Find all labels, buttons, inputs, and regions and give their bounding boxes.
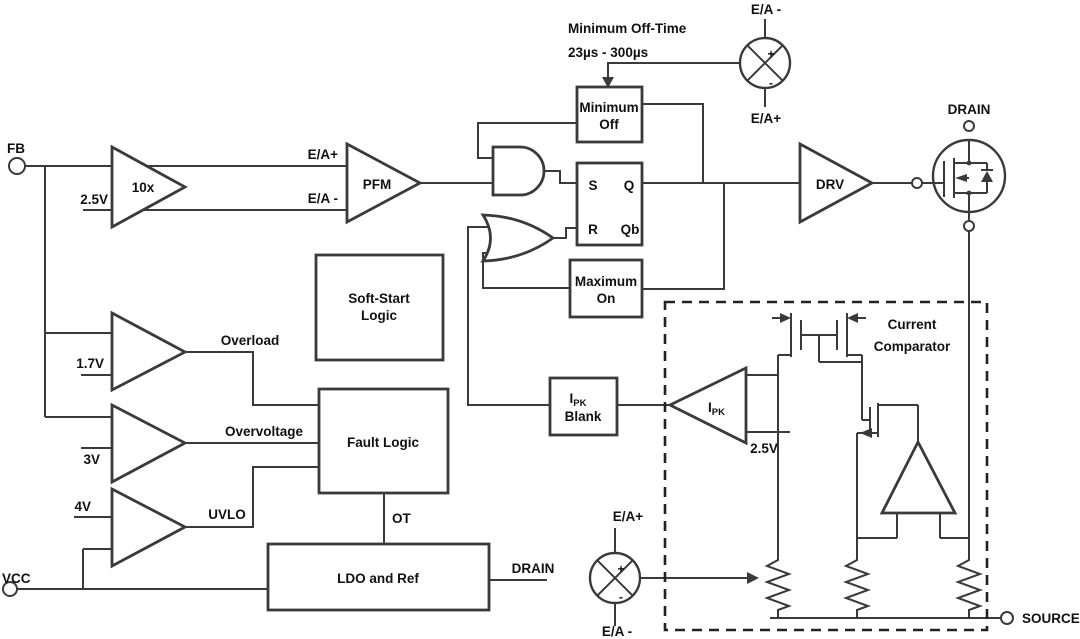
latch-q-label: Q [624,178,635,193]
source-pin [1000,611,1014,625]
drv-driver [798,141,875,225]
gate-pin [911,177,923,189]
sum1-minus-sign: - [769,76,773,90]
maximum-on-label-1: Maximum [575,274,637,289]
fault-logic-label: Fault Logic [347,435,419,450]
latch-s-label: S [588,178,597,193]
and-gate [491,145,546,197]
latch-qb-label: Qb [621,222,640,237]
ldo-and-ref-block [266,542,491,612]
vcc-pin [2,581,18,597]
ipk-comparator-label: IPK [708,400,725,418]
sum2-ea-plus-label: E/A+ [613,509,644,524]
ref-2v5-ipk-label: 2.5V [750,441,778,456]
sr-latch-block [575,161,644,247]
sum1-ea-plus-label: E/A+ [751,111,782,126]
soft-start-logic-block [314,253,445,362]
current-comparator-label-2: Comparator [874,339,951,354]
summing-junction-bottom [588,551,642,605]
pfm-comparator [345,141,423,225]
fb-pin [8,157,26,175]
minimum-off-block [575,85,644,144]
drain-pin [963,120,975,132]
uvlo-label: UVLO [208,507,246,522]
ipk-blank-block [548,376,619,437]
mosfet-source-pin [963,220,975,232]
sum1-plus-sign: + [767,47,774,61]
ref-4v-label: 4V [74,499,91,514]
drain-internal-label: DRAIN [512,561,555,576]
sum2-minus-sign: - [619,590,623,604]
pfm-label: PFM [363,177,392,192]
ipk-blank-label-1: IPK [570,391,587,409]
drv-label: DRV [816,177,844,192]
min-off-time-range: 23µs - 300µs [568,45,648,60]
ref-1v7-label: 1.7V [76,356,104,371]
ipk-blank-label-2: Blank [565,409,602,424]
uvlo-comparator [110,486,189,569]
arrowheads [602,77,872,584]
power-mosfet [922,138,1007,221]
sum2-ea-minus-label: E/A - [602,624,632,639]
minimum-off-label-1: Minimum [579,100,638,115]
source-pin-label: SOURCE [1022,611,1080,626]
summing-junction-top [738,36,792,90]
maximum-on-block [568,258,644,319]
ipk-comparator [666,365,748,446]
soft-start-label-2: Logic [361,308,397,323]
maximum-on-label-2: On [597,291,616,306]
overvoltage-comparator [110,402,189,485]
min-off-time-title: Minimum Off-Time [568,21,687,36]
soft-start-label-1: Soft-Start [348,291,410,306]
or-gate [480,213,556,263]
current-comparator-boundary [663,300,989,632]
sum2-plus-sign: + [617,562,624,576]
fb-pin-label: FB [7,141,25,156]
current-comp-amp [879,438,958,515]
ref-3v-label: 3V [83,452,100,467]
ea-plus-label: E/A+ [308,147,339,162]
overload-label: Overload [221,333,280,348]
latch-r-label: R [588,222,598,237]
drain-pin-label: DRAIN [948,102,991,117]
gain-10x-amp [110,144,188,230]
fault-logic-block [317,387,450,495]
vcc-pin-label: VCC [2,571,31,586]
sense-resistors [764,556,983,618]
overload-comparator [110,310,189,393]
ref-2v5-label: 2.5V [80,192,108,207]
sum1-ea-minus-label: E/A - [751,2,781,17]
minimum-off-label-2: Off [599,117,619,132]
overvoltage-label: Overvoltage [225,424,304,439]
gain-10x-label: 10x [132,180,155,195]
ldo-label: LDO and Ref [337,571,419,586]
ot-label: OT [392,511,412,526]
current-comparator-label-1: Current [888,317,937,332]
ea-minus-label: E/A - [308,191,338,206]
